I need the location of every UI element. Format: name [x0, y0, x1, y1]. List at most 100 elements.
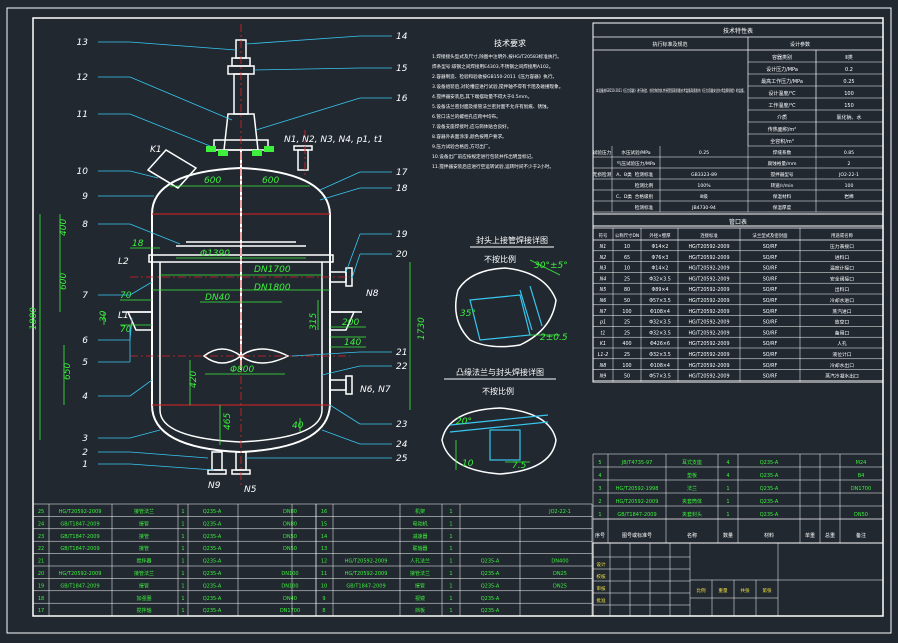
- table-cell: 接管法兰: [134, 508, 154, 515]
- table-cell: Q235-A: [203, 559, 222, 565]
- table-cell: 加强圈: [136, 595, 151, 602]
- table-cell: 1: [181, 521, 184, 527]
- table-cell: Q235-A: [481, 571, 500, 577]
- table-cell: 蒸汽进口: [832, 308, 851, 315]
- table-cell: Ⅱ类: [845, 54, 852, 61]
- table-header: 单重: [805, 532, 815, 539]
- table-cell: 挡板: [415, 607, 425, 614]
- table-cell: DN25: [553, 571, 567, 577]
- leader-line: [129, 170, 159, 179]
- table-cell: 1: [181, 534, 184, 540]
- table-cell: GB/T1847-2009: [60, 546, 99, 552]
- table-cell: DN50: [283, 534, 297, 540]
- detail-dim: 10: [462, 459, 474, 469]
- table-cell: 1: [726, 486, 729, 492]
- table-cell: 23: [38, 534, 44, 540]
- part-number: 3: [82, 434, 88, 444]
- table-cell: 4: [726, 460, 729, 466]
- table-cell: 1: [449, 571, 452, 577]
- table-header: 材料: [764, 532, 774, 539]
- table-cell: HG/T20592-2009: [688, 352, 729, 358]
- title-block-label: 第张: [762, 587, 772, 594]
- title-block-label: 重量: [718, 587, 728, 594]
- table-cell: SO/RF: [763, 352, 778, 358]
- table-cell: 设计温度/℃: [768, 90, 796, 97]
- table-cell: N9: [600, 374, 607, 380]
- table-cell: 2: [848, 161, 851, 167]
- leader-line: [129, 41, 237, 51]
- table-cell: Q235-A: [203, 608, 222, 614]
- detail-dim: 35°: [460, 309, 476, 319]
- table-cell: Q235-A: [203, 583, 222, 589]
- tech-title: 技术要求: [494, 38, 526, 48]
- table-cell: HG/T20592-2009: [688, 309, 729, 315]
- nozzle-tag: L1: [118, 311, 129, 321]
- table-cell: SO/RF: [763, 309, 778, 315]
- detail-title: 凸缘法兰与封头焊接详图: [456, 367, 544, 377]
- table-cell: p1: [599, 320, 606, 326]
- table-cell: HG/T20592-2009: [616, 499, 659, 505]
- table-cell: 25: [624, 352, 630, 358]
- table-cell: 4: [726, 473, 729, 479]
- table-cell: JB/T4735-97: [621, 460, 653, 466]
- table-title: 技术特性表: [723, 27, 753, 35]
- table-cell: SO/RF: [763, 330, 778, 336]
- table-cell: 冷却水出口: [830, 362, 854, 369]
- part-number: 11: [77, 110, 88, 120]
- tech-line: 8.容器外表面涂漆,颜色按用户要求。: [432, 133, 507, 140]
- table-cell: 1: [449, 521, 452, 527]
- part-number: 21: [396, 348, 407, 358]
- detail-dim: 2±0.5: [540, 333, 568, 343]
- part-number: 23: [396, 420, 408, 430]
- tech-line: 焊条型号:碳钢之间焊接用E4303,不锈钢之间焊接用A102。: [432, 63, 553, 70]
- table-cell: SO/RF: [763, 287, 778, 293]
- table-cell: HG/T20592-2009: [688, 374, 729, 380]
- title-block-label: 设计: [596, 561, 606, 568]
- table-cell: 检测标准: [635, 171, 654, 178]
- table-cell: 1: [726, 499, 729, 505]
- part-balloons: 1312111098765432114151617181920212223242…: [77, 32, 408, 470]
- table-cell: HG/T20592-2009: [59, 571, 102, 577]
- part-number: 12: [77, 73, 89, 83]
- table-cell: SO/RF: [763, 341, 778, 347]
- table-cell: N1: [600, 244, 607, 250]
- dimension-text: 70: [120, 291, 132, 301]
- table-cell: Φ32×3.5: [649, 320, 671, 326]
- dimension-text: 600: [204, 176, 221, 186]
- table-cell: B4: [858, 473, 865, 479]
- table-cell: 夹套封头: [682, 511, 702, 518]
- table-cell: Q235-A: [203, 596, 222, 602]
- table-cell: DN40: [283, 596, 297, 602]
- table-cell: 12: [321, 559, 327, 565]
- table-cell: Φ89×4: [652, 287, 669, 293]
- table-cell: 10: [624, 244, 630, 250]
- part-number: 17: [396, 168, 408, 178]
- table-cell: 14: [321, 534, 327, 540]
- table-cell: 2: [598, 499, 601, 505]
- part-number: 14: [396, 32, 408, 42]
- dimension-text: 600: [59, 273, 69, 290]
- table-cell: 放空口: [835, 319, 850, 326]
- table-cell: DN1700: [280, 608, 300, 614]
- table-cell: Q235-A: [760, 473, 779, 479]
- table-cell: DN50: [283, 546, 297, 552]
- table-cell: 1: [449, 509, 452, 515]
- leader-line: [129, 379, 153, 397]
- table-cell: 传热面积/m²: [768, 126, 797, 133]
- table-cell: 视镜: [415, 595, 425, 602]
- table-cell: HG/T20592-2009: [59, 509, 102, 515]
- table-cell: GB/T1847-2009: [346, 583, 385, 589]
- table-cell: 机架: [415, 508, 425, 515]
- table-cell: Q235-A: [203, 546, 222, 552]
- leader-line: [319, 171, 361, 191]
- green-flanges: [206, 146, 274, 156]
- dimension-text: 140: [344, 338, 361, 348]
- part-number: 1: [82, 460, 88, 470]
- table-cell: 1: [181, 583, 184, 589]
- table-cell: 焊缝系数: [773, 149, 792, 156]
- table-header: 公称尺寸DN: [615, 232, 639, 239]
- dimension-lines: [39, 185, 411, 445]
